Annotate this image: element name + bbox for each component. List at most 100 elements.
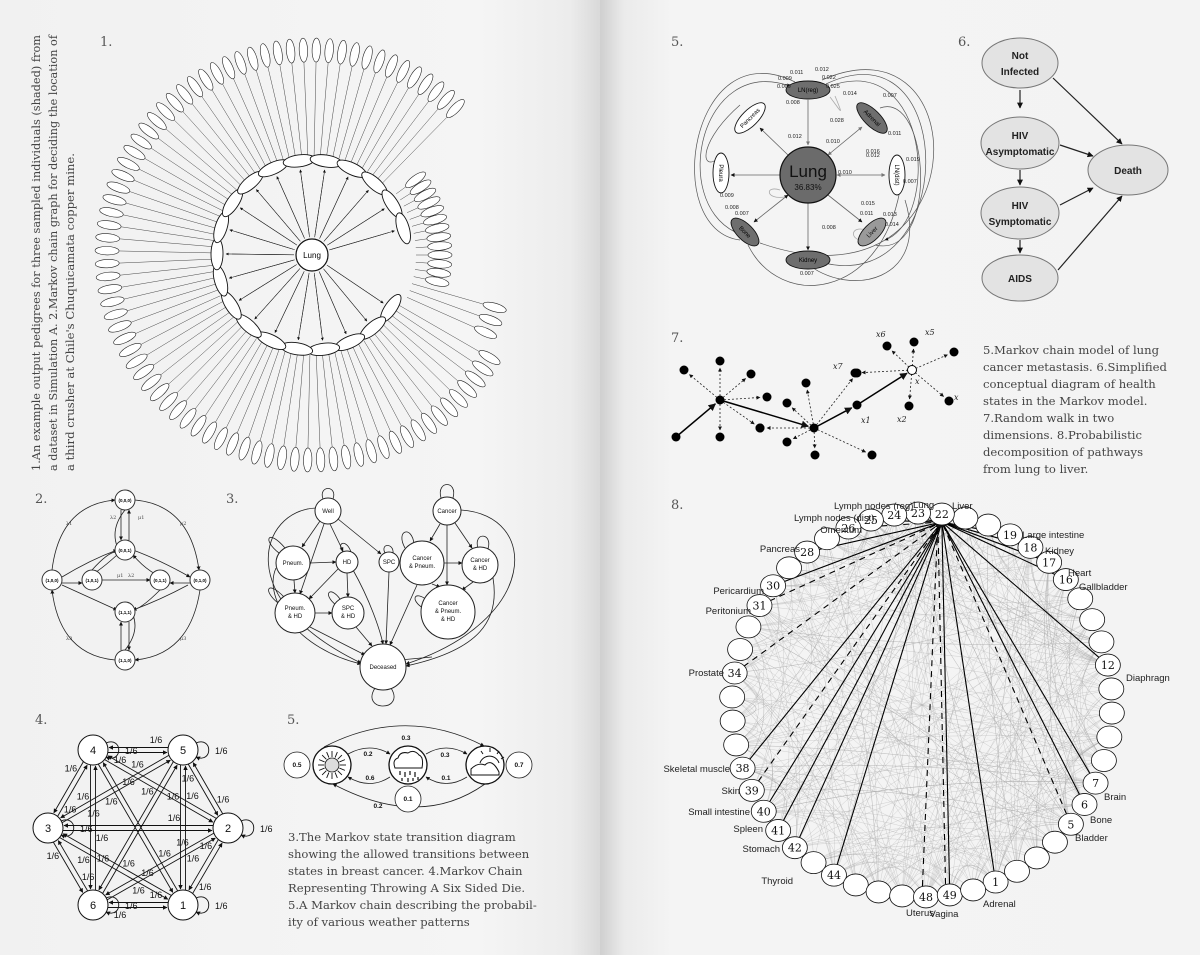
caption-line: dimensions. 8.Probabilistic [983,428,1142,442]
state-node [251,440,263,465]
state-hiv-symptomatic: Symptomatic [989,217,1052,228]
transition-arrow [107,755,217,819]
state-node [410,419,426,442]
background-transition [736,641,1102,746]
rate-label: λ3 [66,636,72,642]
spoke-line [411,222,424,227]
state-node [97,220,122,230]
state-node [298,37,308,63]
background-transition [941,514,1056,843]
caption-line: states in breast cancer. 4.Markov Chain [288,864,523,878]
state-node [277,445,287,470]
transition-arrow [243,265,296,298]
background-transition [732,513,943,722]
organ-label: Uterus [906,908,934,919]
state-node [113,331,137,345]
figure-8-lung-to-liver-pathways: 8. 1567121617181922232425262830313438394… [663,498,1169,920]
state-node [341,444,352,470]
background-transition [833,804,1085,876]
transition-prob: 1/6 [200,841,213,851]
background-transition [855,664,1108,886]
background-transition [917,512,1085,805]
state-node [311,37,321,63]
spoke-line [391,315,466,372]
spoke-line [413,230,426,234]
walk-point [850,368,860,378]
background-transition [855,848,1037,886]
state-node [247,46,259,71]
rate-label: λ2 [128,573,134,579]
state-node [337,40,347,65]
organ-node-number: 24 [887,509,901,522]
background-transition [788,567,1112,714]
caption-line: Representing Throwing A Six Sided Die. [288,881,525,895]
organ-node [729,756,756,780]
state-node [117,157,140,171]
state-node [324,38,334,63]
transition-arrow [192,762,224,814]
caption-top-left: 1.An example output pedigrees for three … [29,34,77,471]
spoke-line [352,346,391,432]
organ-label: Small intestine [688,807,750,818]
state-node: (1,0,1) [81,569,103,591]
organ-node-number: 6 [1081,798,1088,811]
background-transition [734,513,942,674]
background-transition [848,527,1108,666]
transition-prob: 0.007 [735,211,749,217]
organ-node [760,574,786,598]
walk-point [715,356,725,366]
die-state-label: 3 [45,823,51,835]
background-transition [759,605,800,848]
organ-node-number: 41 [771,824,785,837]
transition-prob: 0.011 [860,211,873,217]
figure-number: 7. [671,331,683,346]
figure-number: 8. [671,498,683,513]
transition-prob: 0.007 [800,271,814,277]
state-node [478,313,503,326]
caption-line: cancer metastasis. 6.Simplified [983,360,1168,374]
transition-prob: 1/6 [65,763,78,773]
state-pneum: Pneum. [283,561,304,567]
walk-label: x6 [876,330,886,339]
background-transition [759,605,1018,872]
spoke-line [259,351,286,441]
transition-arrow [232,253,293,256]
background-transition [972,619,1093,890]
spoke-line [271,352,292,444]
organ-node [975,513,1002,537]
state-node [103,308,128,320]
spoke-line [119,238,213,247]
caption-line: conceptual diagram of health [983,377,1156,391]
state-node: Liver [857,217,887,247]
state-node [328,446,339,472]
state-cancer-pneum-hd: & HD [441,617,456,623]
walk-label: x2 [897,415,907,424]
background-transition [763,810,1018,872]
state-node [365,439,377,464]
state-cancer-hd: Cancer [470,558,489,564]
pathway-solid [763,521,943,812]
organ-node [960,878,986,902]
background-transition [740,524,989,650]
sun-ray [339,767,346,771]
transition-prob: 1/6 [186,791,199,801]
background-transition [949,824,1071,896]
background-transition [788,567,879,892]
state-node [413,187,437,202]
candidate-step [805,389,815,429]
state-node [377,435,390,459]
sun-ray [337,770,343,776]
spoke-line [334,352,357,443]
organ-label: Bone [1090,815,1112,826]
transition-prob: 0.008 [725,205,739,211]
spoke-line [267,67,290,158]
transition-prob: 1/6 [47,851,60,861]
state-node [159,392,178,411]
background-transition [1035,619,1093,858]
transition-prob: 0.016 [866,149,880,155]
organ-label: Lymph nodes (reg) [834,501,913,512]
self-loop [195,896,210,916]
state-label: (1,0,1) [85,578,99,583]
background-transition [925,641,1102,898]
organ-label: Brain [1104,792,1126,803]
